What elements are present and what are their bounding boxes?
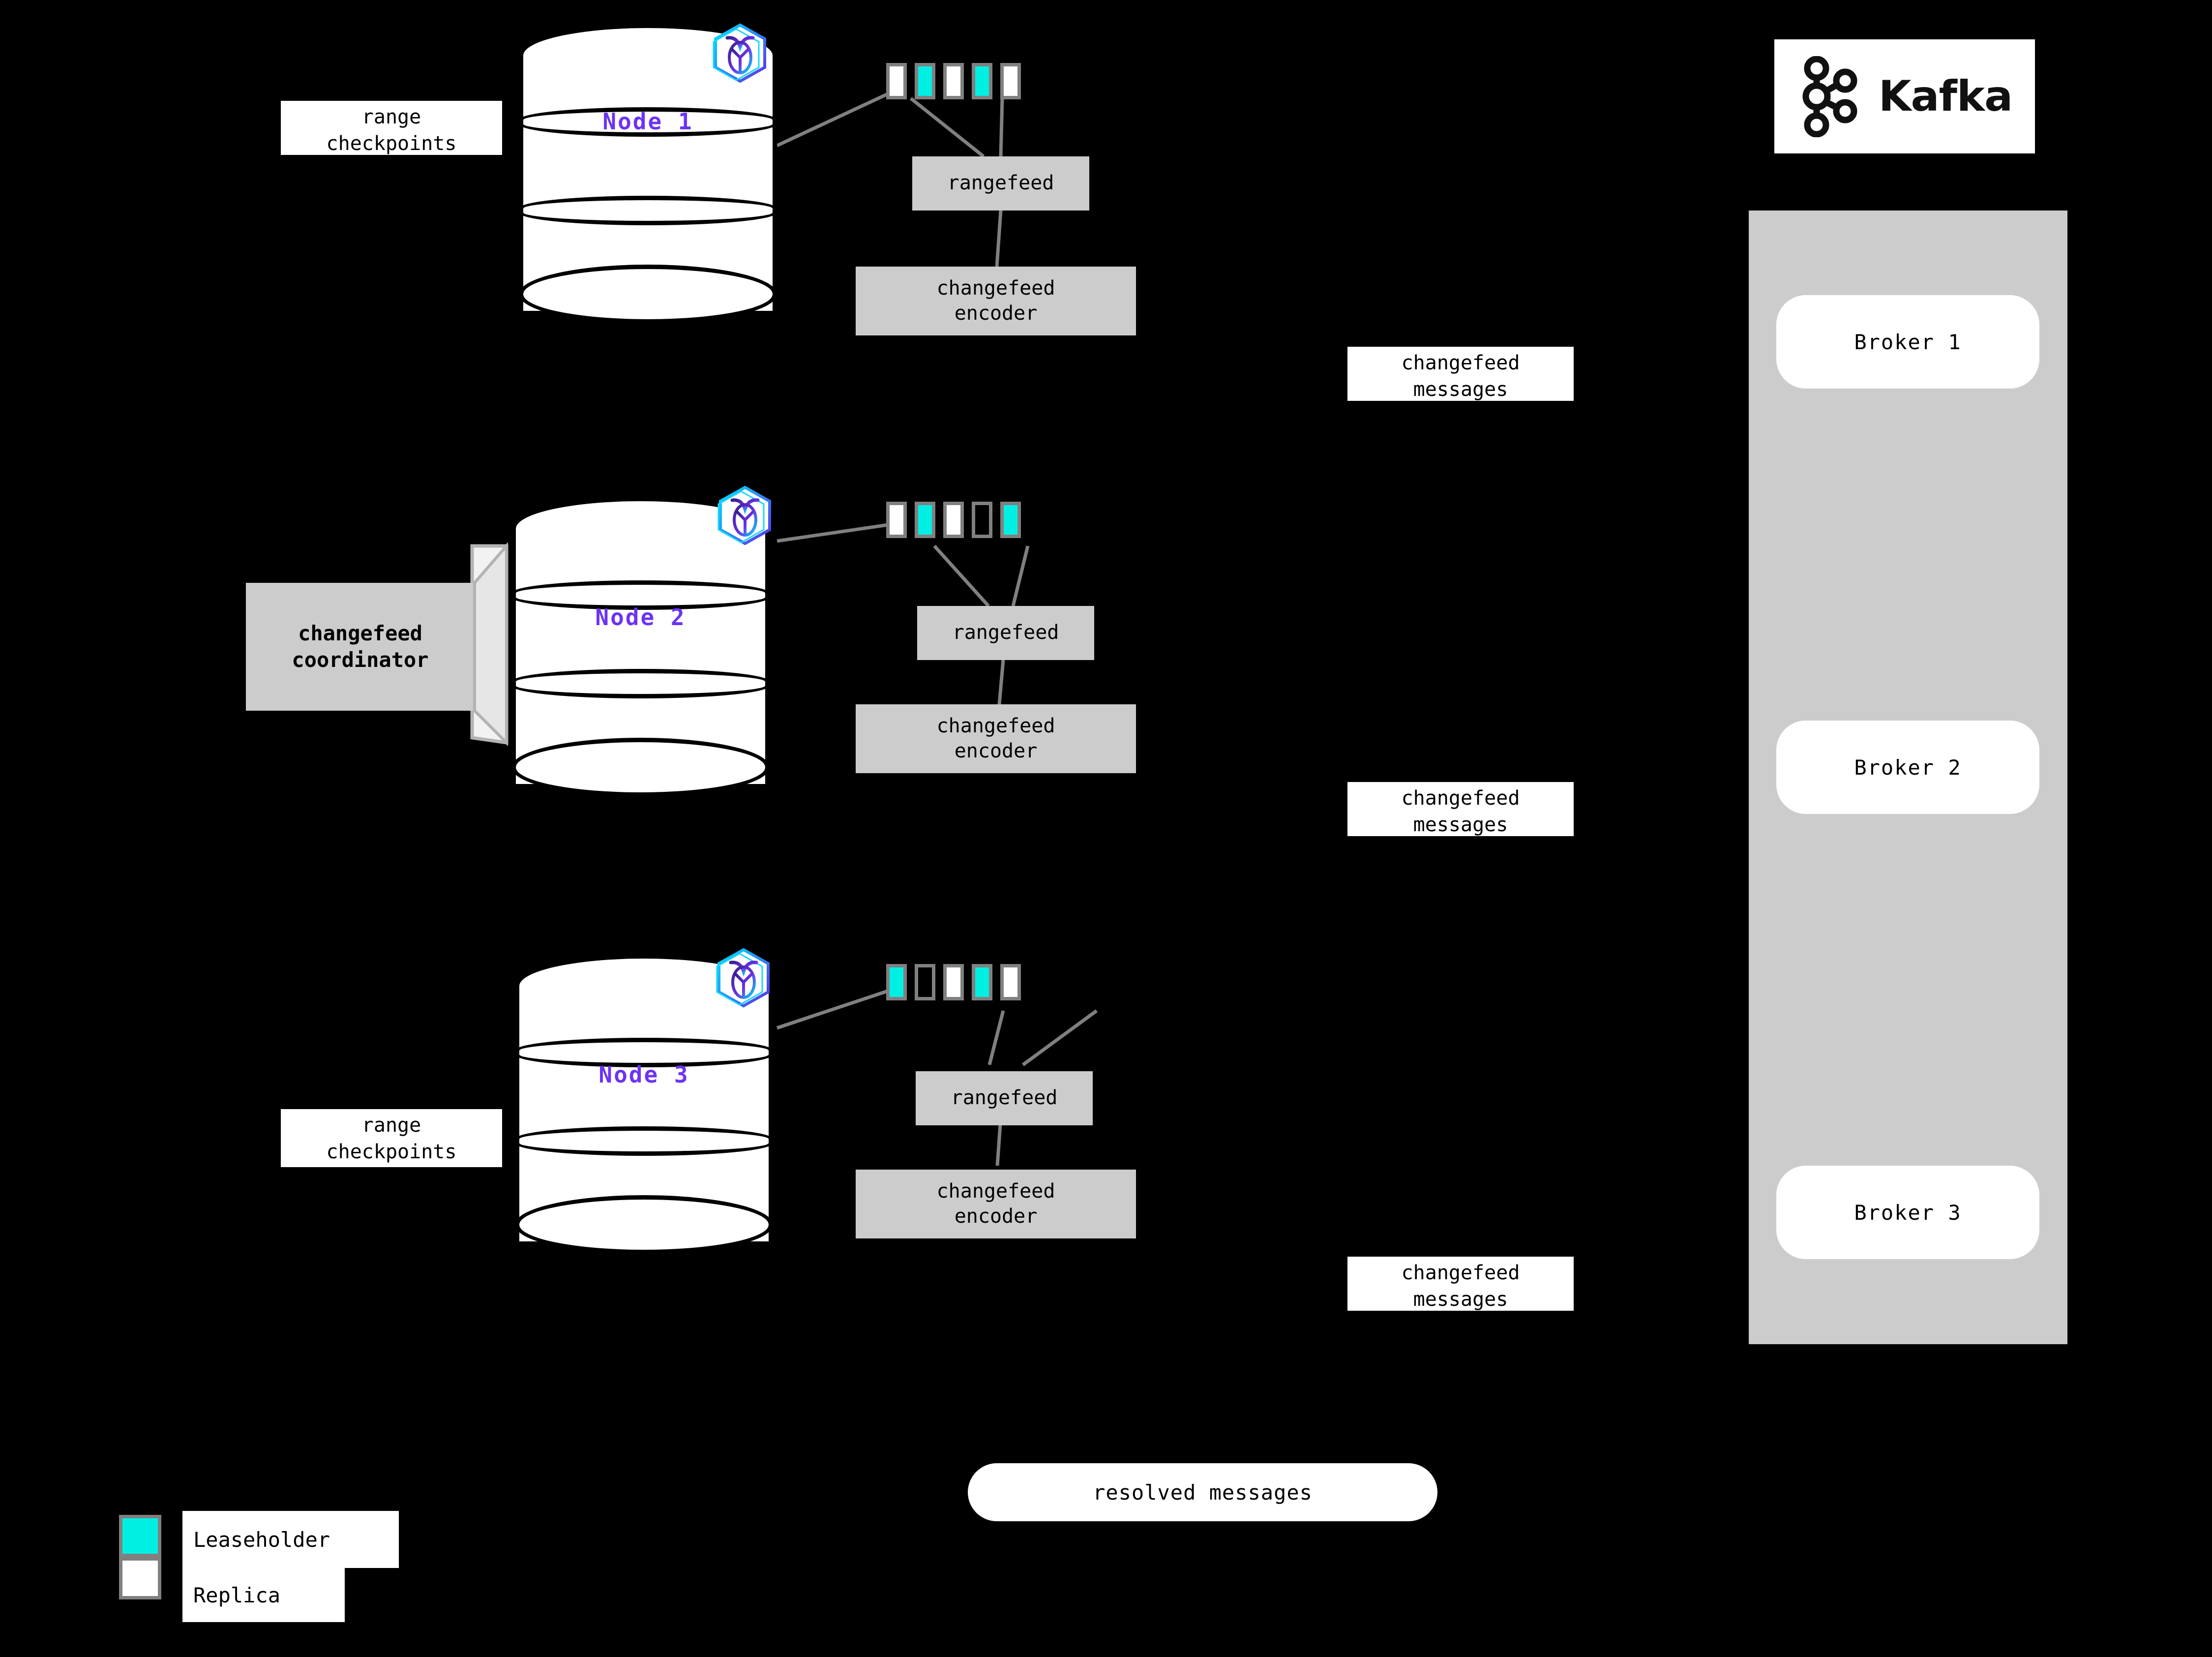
cockroachdb-logo-2	[716, 484, 774, 548]
legend-swatch-replica	[119, 1557, 161, 1599]
cylinder-bottom-disc-2	[511, 738, 770, 797]
changefeed-messages-label-1: changefeed messages	[1347, 347, 1574, 401]
rangefeed-box-2[interactable]: rangefeed	[917, 606, 1094, 660]
range-leaseholder[interactable]	[972, 964, 992, 1000]
encoder-line-2: encoder	[954, 1205, 1038, 1228]
encoder-line-1: changefeed	[936, 714, 1055, 737]
range-checkpoints-line-2: checkpoints	[326, 132, 457, 155]
range-checkpoints-line-2: checkpoints	[326, 1141, 457, 1163]
range-checkpoints-label-3: range checkpoints	[281, 1109, 502, 1167]
flow-line-1: changefeed	[1401, 1262, 1520, 1284]
range-replica[interactable]	[886, 63, 907, 99]
cylinder-segment-1a	[519, 107, 777, 137]
range-replica[interactable]	[943, 502, 964, 538]
flow-line-1: changefeed	[1401, 787, 1520, 810]
legend-label-leaseholder: Leaseholder	[182, 1511, 399, 1568]
flow-line-1: changefeed	[1401, 352, 1520, 374]
kafka-wordmark: Kafka	[1878, 72, 2013, 121]
range-empty[interactable]	[915, 964, 935, 1000]
range-replica[interactable]	[1000, 63, 1021, 99]
range-replica[interactable]	[1000, 964, 1021, 1000]
coordinator-arrow-shape	[246, 542, 508, 747]
node-label-1: Node 1	[602, 108, 693, 135]
broker-2[interactable]: Broker 2	[1776, 721, 2039, 814]
flow-line-2: messages	[1413, 1288, 1508, 1311]
range-replica[interactable]	[943, 964, 964, 1000]
range-leaseholder[interactable]	[915, 63, 935, 99]
range-checkpoints-line-1: range	[361, 1114, 421, 1137]
cockroachdb-logo-1	[711, 22, 769, 86]
range-replica[interactable]	[943, 63, 964, 99]
kafka-logo: Kafka	[1774, 39, 2035, 153]
cylinder-bottom-disc-1	[519, 265, 777, 324]
changefeed-encoder-box-2[interactable]: changefeed encoder	[856, 704, 1136, 773]
range-checkpoints-label-1: range checkpoints	[281, 101, 502, 155]
range-replica[interactable]	[886, 502, 907, 538]
flow-line-2: messages	[1413, 813, 1508, 836]
rangefeed-box-1[interactable]: rangefeed	[912, 156, 1089, 211]
broker-3[interactable]: Broker 3	[1776, 1166, 2039, 1259]
legend-label-replica: Replica	[182, 1568, 345, 1622]
range-list-node-3	[886, 964, 1021, 1000]
kafka-logo-icon	[1802, 56, 1857, 137]
node-cylinder-3: Node 3	[515, 954, 773, 1254]
cylinder-segment-1b	[519, 196, 777, 225]
changefeed-encoder-box-1[interactable]: changefeed encoder	[856, 267, 1136, 335]
range-list-node-1	[886, 63, 1021, 99]
range-empty[interactable]	[972, 502, 992, 538]
node-cylinder-2: Node 2	[511, 497, 770, 797]
cylinder-bottom-disc-3	[515, 1195, 773, 1254]
node-cylinder-1: Node 1	[519, 24, 777, 324]
range-leaseholder[interactable]	[1000, 502, 1021, 538]
range-list-node-2	[886, 502, 1021, 538]
cylinder-segment-2b	[511, 669, 770, 698]
cylinder-segment-3a	[515, 1038, 773, 1067]
range-checkpoints-line-1: range	[361, 106, 421, 128]
range-leaseholder[interactable]	[886, 964, 907, 1000]
flow-line-2: messages	[1413, 378, 1508, 401]
changefeed-messages-label-2: changefeed messages	[1347, 782, 1574, 836]
cylinder-segment-3b	[515, 1126, 773, 1156]
changefeed-messages-label-3: changefeed messages	[1347, 1257, 1574, 1311]
node-label-3: Node 3	[598, 1061, 689, 1088]
broker-1[interactable]: Broker 1	[1776, 295, 2039, 389]
encoder-line-1: changefeed	[936, 1179, 1055, 1203]
resolved-messages-pill[interactable]: resolved messages	[968, 1463, 1437, 1521]
changefeed-encoder-box-3[interactable]: changefeed encoder	[856, 1170, 1136, 1238]
encoder-line-2: encoder	[954, 740, 1038, 762]
cylinder-segment-2a	[511, 580, 770, 610]
coordinator-line-2: coordinator	[292, 648, 429, 672]
encoder-line-2: encoder	[954, 302, 1038, 325]
coordinator-label-box: changefeed coordinator	[246, 583, 475, 711]
coordinator-line-1: changefeed	[298, 621, 422, 646]
encoder-line-1: changefeed	[936, 276, 1055, 300]
rangefeed-box-3[interactable]: rangefeed	[916, 1071, 1093, 1125]
cockroachdb-logo-3	[714, 947, 772, 1011]
changefeed-coordinator[interactable]: changefeed coordinator	[246, 541, 511, 748]
range-leaseholder[interactable]	[915, 502, 935, 538]
legend-swatch-leaseholder	[119, 1515, 161, 1557]
node-label-2: Node 2	[595, 604, 686, 631]
range-leaseholder[interactable]	[972, 63, 992, 99]
